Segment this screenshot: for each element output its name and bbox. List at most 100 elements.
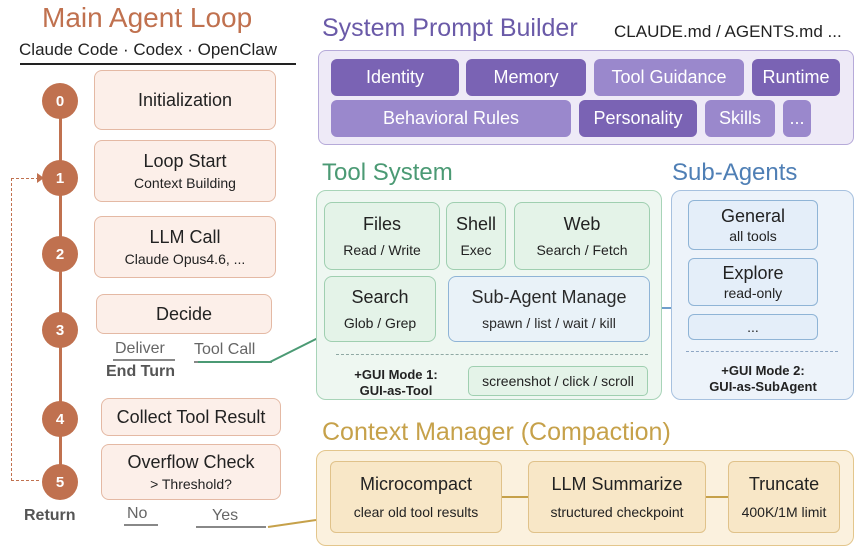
context-link-1 (502, 496, 528, 498)
gui-mode-1-line1: +GUI Mode 1: (354, 367, 438, 382)
gui-mode-1-line2: GUI-as-Tool (359, 383, 433, 398)
loop-subtitle-underline (20, 63, 296, 65)
subagent-explore-sub: read-only (723, 285, 783, 301)
context-truncate-sub: 400K/1M limit (741, 504, 827, 520)
step-5-circle: 5 (42, 464, 78, 500)
step-overflow-check[interactable]: Overflow Check > Threshold? (101, 444, 281, 500)
context-microcompact-sub: clear old tool results (353, 504, 479, 520)
chip-more[interactable]: ... (783, 100, 811, 137)
yes-underline (196, 526, 266, 528)
context-truncate[interactable]: Truncate 400K/1M limit (728, 461, 840, 533)
tool-shell[interactable]: Shell Exec (446, 202, 506, 270)
subagent-more[interactable]: ... (688, 314, 818, 340)
context-truncate-label: Truncate (748, 474, 820, 494)
decide-tool-call-label: Tool Call (194, 341, 256, 358)
chip-memory-label: Memory (493, 67, 559, 87)
chip-identity[interactable]: Identity (331, 59, 459, 96)
tool-files-label: Files (362, 214, 401, 234)
tool-shell-sub: Exec (460, 242, 492, 258)
overflow-no-label: No (127, 505, 148, 522)
step-2-sub: Claude Opus4.6, ... (124, 251, 246, 267)
tool-web-sub: Search / Fetch (536, 242, 628, 258)
step-0-circle: 0 (42, 83, 78, 119)
step-loop-start[interactable]: Loop Start Context Building (94, 140, 276, 202)
no-underline (124, 524, 158, 526)
step-decide[interactable]: Decide (96, 294, 272, 334)
tool-call-connector (198, 337, 319, 363)
subagents-separator (686, 351, 838, 352)
step-2-circle: 2 (42, 236, 78, 272)
prompt-builder-files: CLAUDE.md / AGENTS.md ... (614, 22, 842, 41)
step-initialization[interactable]: Initialization (94, 70, 276, 130)
chip-tool-guidance[interactable]: Tool Guidance (594, 59, 744, 96)
yes-connector (267, 519, 317, 528)
gui-mode-2: +GUI Mode 2: GUI-as-SubAgent (680, 362, 846, 396)
loop-subtitle: Claude Code · Codex · OpenClaw (19, 40, 277, 59)
subagent-explore[interactable]: Explore read-only (688, 258, 818, 306)
step-collect-tool-result[interactable]: Collect Tool Result (101, 398, 281, 436)
context-llm-summarize-label: LLM Summarize (551, 474, 683, 494)
tool-search[interactable]: Search Glob / Grep (324, 276, 436, 342)
gui-mode-1: +GUI Mode 1: GUI-as-Tool (336, 366, 456, 400)
tool-search-sub: Glob / Grep (343, 315, 417, 331)
subagent-general[interactable]: General all tools (688, 200, 818, 250)
tool-web[interactable]: Web Search / Fetch (514, 202, 650, 270)
tool-search-label: Search (351, 287, 409, 307)
step-4-circle: 4 (42, 401, 78, 437)
chip-more-label: ... (789, 108, 805, 128)
chip-tool-guidance-label: Tool Guidance (611, 67, 727, 87)
overflow-return-label: Return (24, 507, 76, 524)
tool-files[interactable]: Files Read / Write (324, 202, 440, 270)
loop-back-arrow-icon (37, 173, 44, 183)
step-1-sub: Context Building (134, 175, 236, 191)
step-0-label: Initialization (137, 90, 233, 110)
step-3-label: Decide (155, 304, 213, 324)
step-4-label: Collect Tool Result (116, 407, 266, 427)
chip-personality-label: Personality (593, 108, 683, 128)
context-link-2 (706, 496, 728, 498)
loop-title: Main Agent Loop (42, 2, 253, 33)
tool-system-separator (336, 354, 648, 355)
step-5-sub: > Threshold? (150, 476, 232, 492)
context-manager-title: Context Manager (Compaction) (322, 418, 671, 446)
step-llm-call[interactable]: LLM Call Claude Opus4.6, ... (94, 216, 276, 278)
chip-personality[interactable]: Personality (579, 100, 697, 137)
step-1-label: Loop Start (143, 151, 227, 171)
decide-end-turn-label: End Turn (106, 363, 176, 380)
chip-behavioral-rules[interactable]: Behavioral Rules (331, 100, 571, 137)
step-2-label: LLM Call (149, 227, 221, 247)
subagents-title: Sub-Agents (672, 159, 798, 186)
gui-actions-box[interactable]: screenshot / click / scroll (468, 366, 648, 396)
step-1-circle: 1 (42, 160, 78, 196)
subagent-general-sub: all tools (729, 228, 777, 244)
chip-runtime-label: Runtime (762, 67, 830, 87)
chip-memory[interactable]: Memory (466, 59, 586, 96)
chip-skills[interactable]: Skills (705, 100, 775, 137)
deliver-underline (113, 359, 175, 361)
tool-subagent-manage-sub: spawn / list / wait / kill (482, 315, 616, 331)
loop-back-dashed-line (11, 178, 39, 481)
tool-subagent-manage[interactable]: Sub-Agent Manage spawn / list / wait / k… (448, 276, 650, 342)
tool-shell-label: Shell (455, 214, 497, 234)
overflow-yes-label: Yes (212, 507, 239, 524)
tool-web-label: Web (563, 214, 601, 234)
gui-mode-2-line1: +GUI Mode 2: (721, 363, 805, 378)
loop-timeline (59, 90, 62, 490)
subagent-more-label: ... (747, 319, 759, 335)
tool-system-title: Tool System (322, 159, 453, 186)
context-llm-summarize-sub: structured checkpoint (550, 504, 684, 520)
tool-files-sub: Read / Write (343, 242, 421, 258)
context-llm-summarize[interactable]: LLM Summarize structured checkpoint (528, 461, 706, 533)
chip-runtime[interactable]: Runtime (752, 59, 840, 96)
chip-behavioral-rules-label: Behavioral Rules (382, 108, 520, 128)
tool-subagent-manage-label: Sub-Agent Manage (471, 287, 627, 307)
context-microcompact-label: Microcompact (359, 474, 473, 494)
gui-mode-2-line2: GUI-as-SubAgent (709, 379, 817, 394)
prompt-builder-title: System Prompt Builder (322, 14, 578, 42)
context-microcompact[interactable]: Microcompact clear old tool results (330, 461, 502, 533)
gui-actions-label: screenshot / click / scroll (482, 373, 634, 389)
chip-skills-label: Skills (718, 108, 761, 128)
decide-deliver-label: Deliver (115, 340, 165, 357)
step-5-label: Overflow Check (127, 452, 255, 472)
step-3-circle: 3 (42, 312, 78, 348)
